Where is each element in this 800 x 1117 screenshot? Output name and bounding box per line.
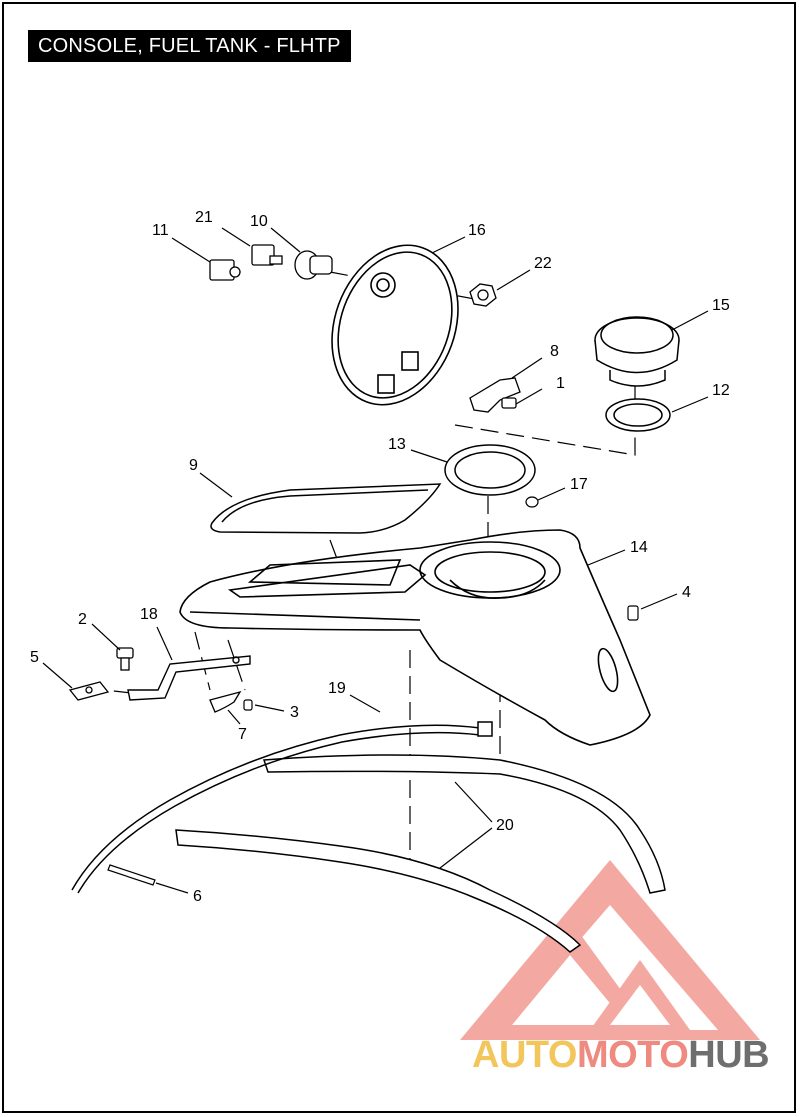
callout-22: 22 [534,255,552,272]
part-8-bracket [469,377,521,413]
part-15-fuel-cap [594,316,680,387]
callout-17: 17 [570,476,588,493]
callout-13: 13 [388,436,406,453]
watermark-text: AUTOMOTOHUB [472,1034,770,1077]
callout-15: 15 [712,297,730,314]
part-3-screw [243,699,253,711]
callout-16: 16 [468,222,486,239]
callout-12: 12 [712,382,730,399]
part-4-screw [627,605,639,621]
part-9-cover-plate [210,483,442,534]
callout-7: 7 [238,726,247,743]
callout-3: 3 [290,704,299,721]
callout-6: 6 [193,888,202,905]
part-11-clip [209,259,241,281]
watermark-text-auto: AUTO [472,1034,577,1076]
diagram-title: CONSOLE, FUEL TANK - FLHTP [28,30,351,62]
callout-20: 20 [496,817,514,834]
part-20-trim-strips [175,754,666,953]
part-7-wire-clip [209,690,242,713]
callout-2: 2 [78,611,87,628]
part-21-key-switch [251,244,283,266]
part-16-mount-plate [331,244,459,406]
part-22-nut [469,283,497,307]
callout-4: 4 [682,584,691,601]
callout-5: 5 [30,649,39,666]
watermark-text-hub: HUB [688,1034,770,1076]
part-2-bolt [116,647,134,671]
callout-19: 19 [328,680,346,697]
part-5-clip-nut [68,681,110,701]
part-14-console [179,529,651,746]
callout-11: 11 [152,222,169,239]
callout-labels: 1 2 3 4 5 6 7 8 9 10 11 12 13 14 15 16 1… [30,209,730,905]
part-19-vent-hose [71,721,493,894]
callout-18: 18 [140,606,158,623]
watermark-logo [460,860,760,1040]
part-1-screw [501,397,517,409]
part-12-gasket [605,398,671,432]
leader-lines [42,227,709,894]
callout-10: 10 [250,213,268,230]
callout-1: 1 [556,375,565,392]
callout-8: 8 [550,343,559,360]
part-13-filler-ring [444,444,536,496]
callout-21: 21 [195,209,213,226]
part-10-switch-body [294,250,333,280]
callout-14: 14 [630,539,648,556]
part-6-cable-tie [107,864,156,886]
watermark-text-moto: MOTO [576,1034,689,1076]
part-17-plug [525,496,539,508]
callout-9: 9 [189,457,198,474]
part-18-bracket [127,655,251,701]
